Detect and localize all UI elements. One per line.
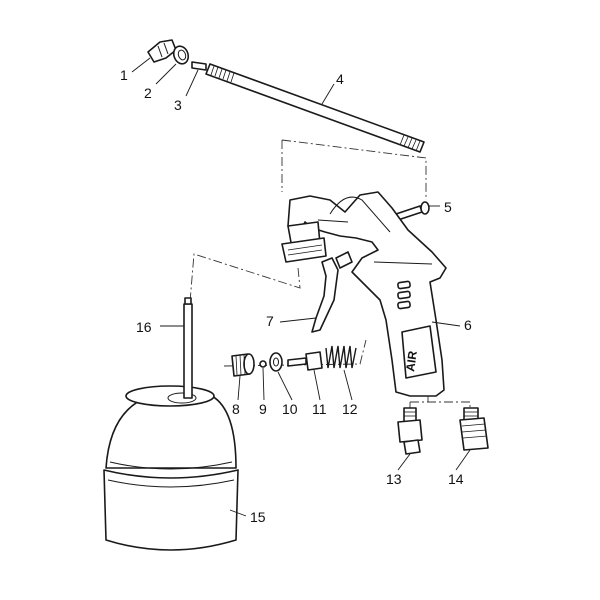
part-5-screw [395, 201, 430, 221]
part-15-cup [103, 385, 239, 551]
label-5: 5 [444, 199, 452, 215]
label-11: 11 [312, 401, 327, 417]
label-7: 7 [266, 313, 274, 329]
label-6: 6 [464, 317, 472, 333]
label-12: 12 [342, 401, 358, 417]
alignment-line-fittings [409, 396, 471, 410]
part-12-spring [325, 345, 357, 369]
label-3: 3 [174, 97, 182, 113]
label-1: 1 [120, 67, 128, 83]
part-9-small-ring [259, 360, 267, 368]
part-8-valve-seat [231, 353, 255, 377]
alignment-line-cup [189, 253, 301, 303]
logo-text: AIR [403, 350, 420, 373]
part-labels: 1 2 3 4 5 6 7 8 9 10 11 12 13 14 15 16 [120, 67, 472, 525]
alignment-line-valve [223, 339, 367, 367]
part-3-pin [191, 61, 207, 71]
gun-fluid-inlet [281, 221, 327, 263]
label-8: 8 [232, 401, 240, 417]
label-16: 16 [136, 319, 152, 335]
part-7-trigger [311, 251, 353, 333]
part-6-gun-body: AIR [287, 191, 447, 397]
part-4-extension-tube [205, 63, 425, 153]
part-14-quick-coupler [459, 407, 489, 451]
leader-lines [131, 57, 471, 517]
alignment-line-tube [281, 139, 427, 200]
label-10: 10 [282, 401, 298, 417]
part-10-washer [269, 352, 283, 372]
label-9: 9 [259, 401, 267, 417]
label-14: 14 [448, 471, 464, 487]
label-4: 4 [336, 71, 344, 87]
part-11-valve-needle [287, 351, 323, 371]
label-2: 2 [144, 85, 152, 101]
part-2-nut [172, 45, 190, 65]
part-16-dip-tube [183, 297, 193, 399]
label-13: 13 [386, 471, 402, 487]
label-15: 15 [250, 509, 266, 525]
part-13-air-fitting [397, 407, 423, 455]
part-1-nozzle-tip [147, 39, 177, 63]
